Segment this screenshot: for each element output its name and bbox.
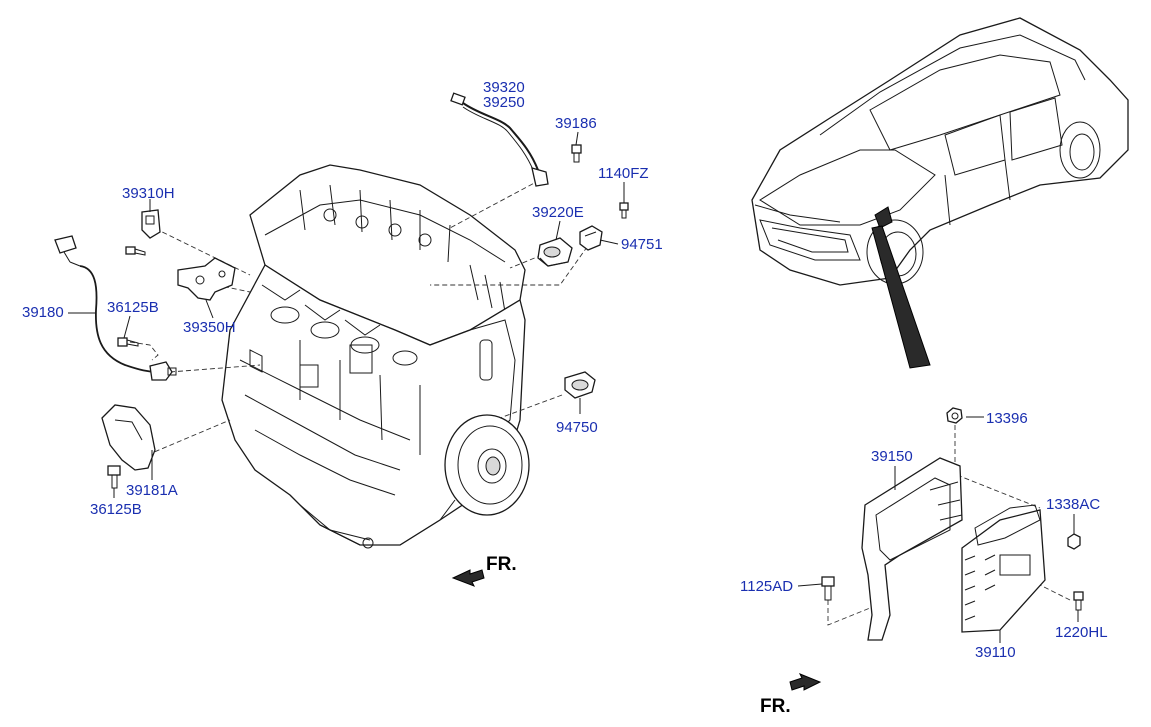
shield-39181a-part[interactable] — [101, 404, 156, 471]
engine-front-indicator: FR. — [451, 554, 517, 587]
engine-labels: 39320 39250 39186 1140FZ 39310H 39220E 9… — [22, 79, 663, 518]
nut-13396-part[interactable] — [946, 407, 963, 424]
ecu-front-indicator: FR. — [760, 673, 822, 717]
ecu-label-connectors — [797, 416, 1079, 643]
label-1220hl[interactable]: 1220HL — [1055, 624, 1108, 641]
label-1125ad[interactable]: 1125AD — [740, 578, 793, 595]
label-39150[interactable]: 39150 — [871, 448, 913, 465]
ecu-39110-part[interactable] — [961, 504, 1046, 633]
label-1140fz[interactable]: 1140FZ — [598, 165, 649, 182]
label-94751[interactable]: 94751 — [621, 236, 663, 253]
label-39186[interactable]: 39186 — [555, 115, 597, 132]
car-illustration — [751, 17, 1129, 369]
arrow-left-icon — [789, 673, 822, 691]
label-1338ac[interactable]: 1338AC — [1046, 496, 1100, 513]
engine-fr-label: FR. — [486, 554, 517, 575]
label-39320[interactable]: 39320 — [483, 79, 525, 96]
cam-position-sensor-part[interactable] — [141, 209, 161, 239]
bolt-1220hl-part[interactable] — [1073, 591, 1084, 611]
ecu-labels: 13396 39150 1338AC 1125AD 1220HL 39110 — [740, 410, 1108, 661]
ecu-leader-lines — [827, 425, 1071, 626]
bolt-1125ad-part[interactable] — [821, 576, 835, 601]
bolt-36125b-bottom-part[interactable] — [107, 465, 121, 489]
oxygen-sensor-part[interactable] — [450, 92, 549, 187]
label-39220e[interactable]: 39220E — [532, 204, 584, 221]
arrow-right-icon — [451, 569, 485, 587]
ecu-fr-label: FR. — [760, 696, 791, 717]
label-39181a[interactable]: 39181A — [126, 482, 178, 499]
bolt-1140fz-part[interactable] — [619, 202, 629, 219]
ecu-bracket-39150-part[interactable] — [861, 457, 963, 641]
label-94750[interactable]: 94750 — [556, 419, 598, 436]
sensor-94750-part[interactable] — [564, 371, 596, 399]
label-13396[interactable]: 13396 — [986, 410, 1028, 427]
label-39310h[interactable]: 39310H — [122, 185, 175, 202]
engine-label-connectors — [68, 131, 625, 498]
label-39180[interactable]: 39180 — [22, 304, 64, 321]
knock-sensor-39220e-part[interactable] — [537, 237, 573, 267]
engine-block — [221, 164, 530, 549]
bolt-39186-part[interactable] — [571, 144, 582, 163]
bolt-cam-sensor-part[interactable] — [125, 246, 146, 256]
crank-position-sensor-part[interactable] — [54, 235, 177, 381]
bolt-36125b-top-part[interactable] — [117, 337, 139, 347]
label-39110[interactable]: 39110 — [975, 644, 1016, 661]
label-36125b-bottom[interactable]: 36125B — [90, 501, 142, 518]
nut-1338ac-part[interactable] — [1067, 533, 1081, 550]
bracket-39350h-part[interactable] — [177, 257, 236, 301]
label-39350h[interactable]: 39350H — [183, 319, 236, 336]
bracket-94751-part[interactable] — [579, 225, 603, 251]
label-39250[interactable]: 39250 — [483, 94, 525, 111]
label-36125b-top[interactable]: 36125B — [107, 299, 159, 316]
